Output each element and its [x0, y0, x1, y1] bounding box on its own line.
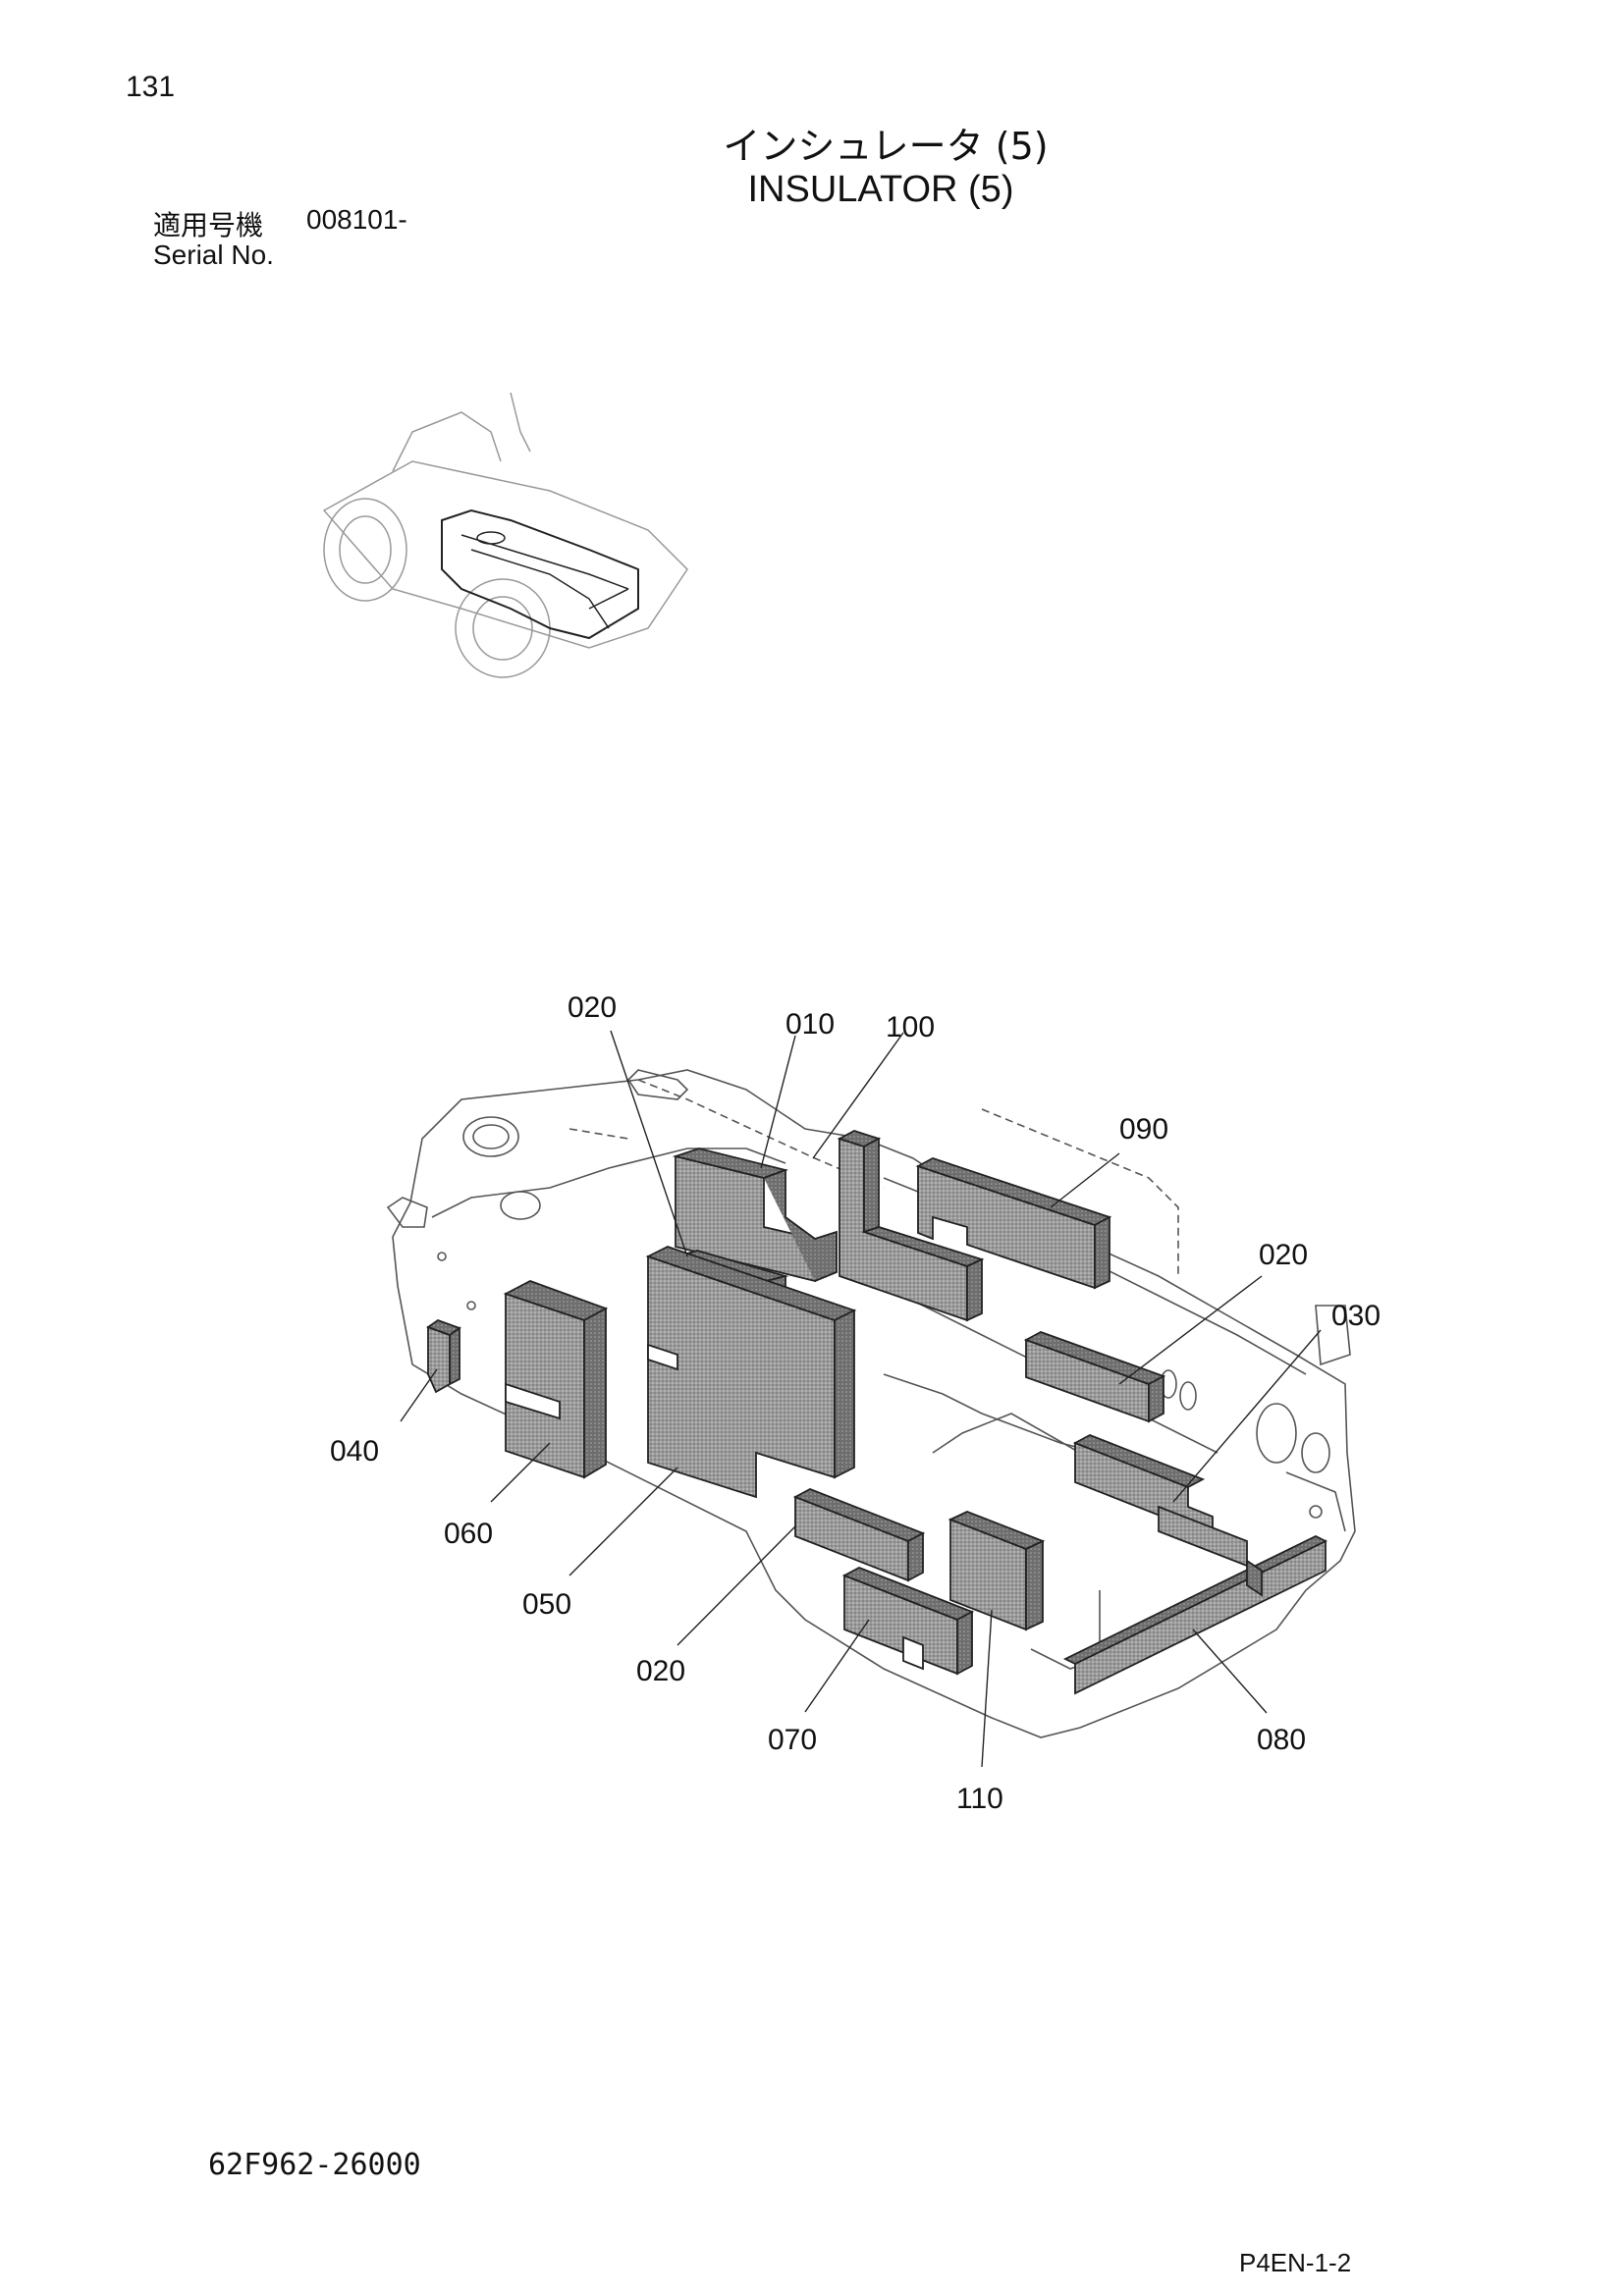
callout-010: 010: [785, 1008, 835, 1041]
callout-050: 050: [522, 1588, 571, 1621]
part-040: [426, 1318, 461, 1394]
machine-thumbnail: [322, 392, 688, 678]
floor-frame: [386, 1069, 1356, 1738]
callout-labels: 020 010 100 090 020 030 040 060 050 020 …: [330, 991, 1380, 1815]
callout-090: 090: [1119, 1113, 1168, 1146]
callout-020-top: 020: [568, 991, 617, 1024]
serial-label-english: Serial No.: [153, 240, 274, 270]
leader-lines: [400, 1030, 1322, 1768]
part-020-right: [1023, 1331, 1166, 1423]
part-030: [1072, 1434, 1248, 1568]
callout-020-lower: 020: [636, 1655, 685, 1687]
page-code: P4EN-1-2: [1239, 2248, 1352, 2277]
part-090: [915, 1157, 1112, 1290]
part-070: [841, 1567, 975, 1676]
part-050: [645, 1246, 857, 1499]
title-japanese: インシュレータ (5): [723, 125, 1049, 168]
part-010: [672, 1148, 838, 1283]
part-020-lower: [792, 1488, 926, 1582]
title-english: INSULATOR (5): [747, 169, 1014, 210]
part-100: [837, 1130, 985, 1322]
callout-040: 040: [330, 1435, 379, 1468]
insulator-parts: [426, 1130, 1328, 1695]
part-060: [503, 1280, 609, 1479]
callout-110: 110: [956, 1783, 1003, 1815]
callout-060: 060: [444, 1518, 493, 1550]
document-number: 62F962-26000: [208, 2148, 421, 2182]
callout-100: 100: [886, 1011, 935, 1043]
serial-label-japanese: 適用号機: [153, 209, 264, 241]
callout-020-right: 020: [1259, 1239, 1308, 1271]
callout-070: 070: [768, 1724, 817, 1756]
part-080: [1062, 1534, 1328, 1695]
serial-number-value: 008101-: [306, 204, 407, 235]
callout-080: 080: [1257, 1724, 1306, 1756]
page-number: 131: [126, 71, 176, 103]
callout-030: 030: [1331, 1300, 1380, 1332]
part-110: [947, 1511, 1046, 1631]
